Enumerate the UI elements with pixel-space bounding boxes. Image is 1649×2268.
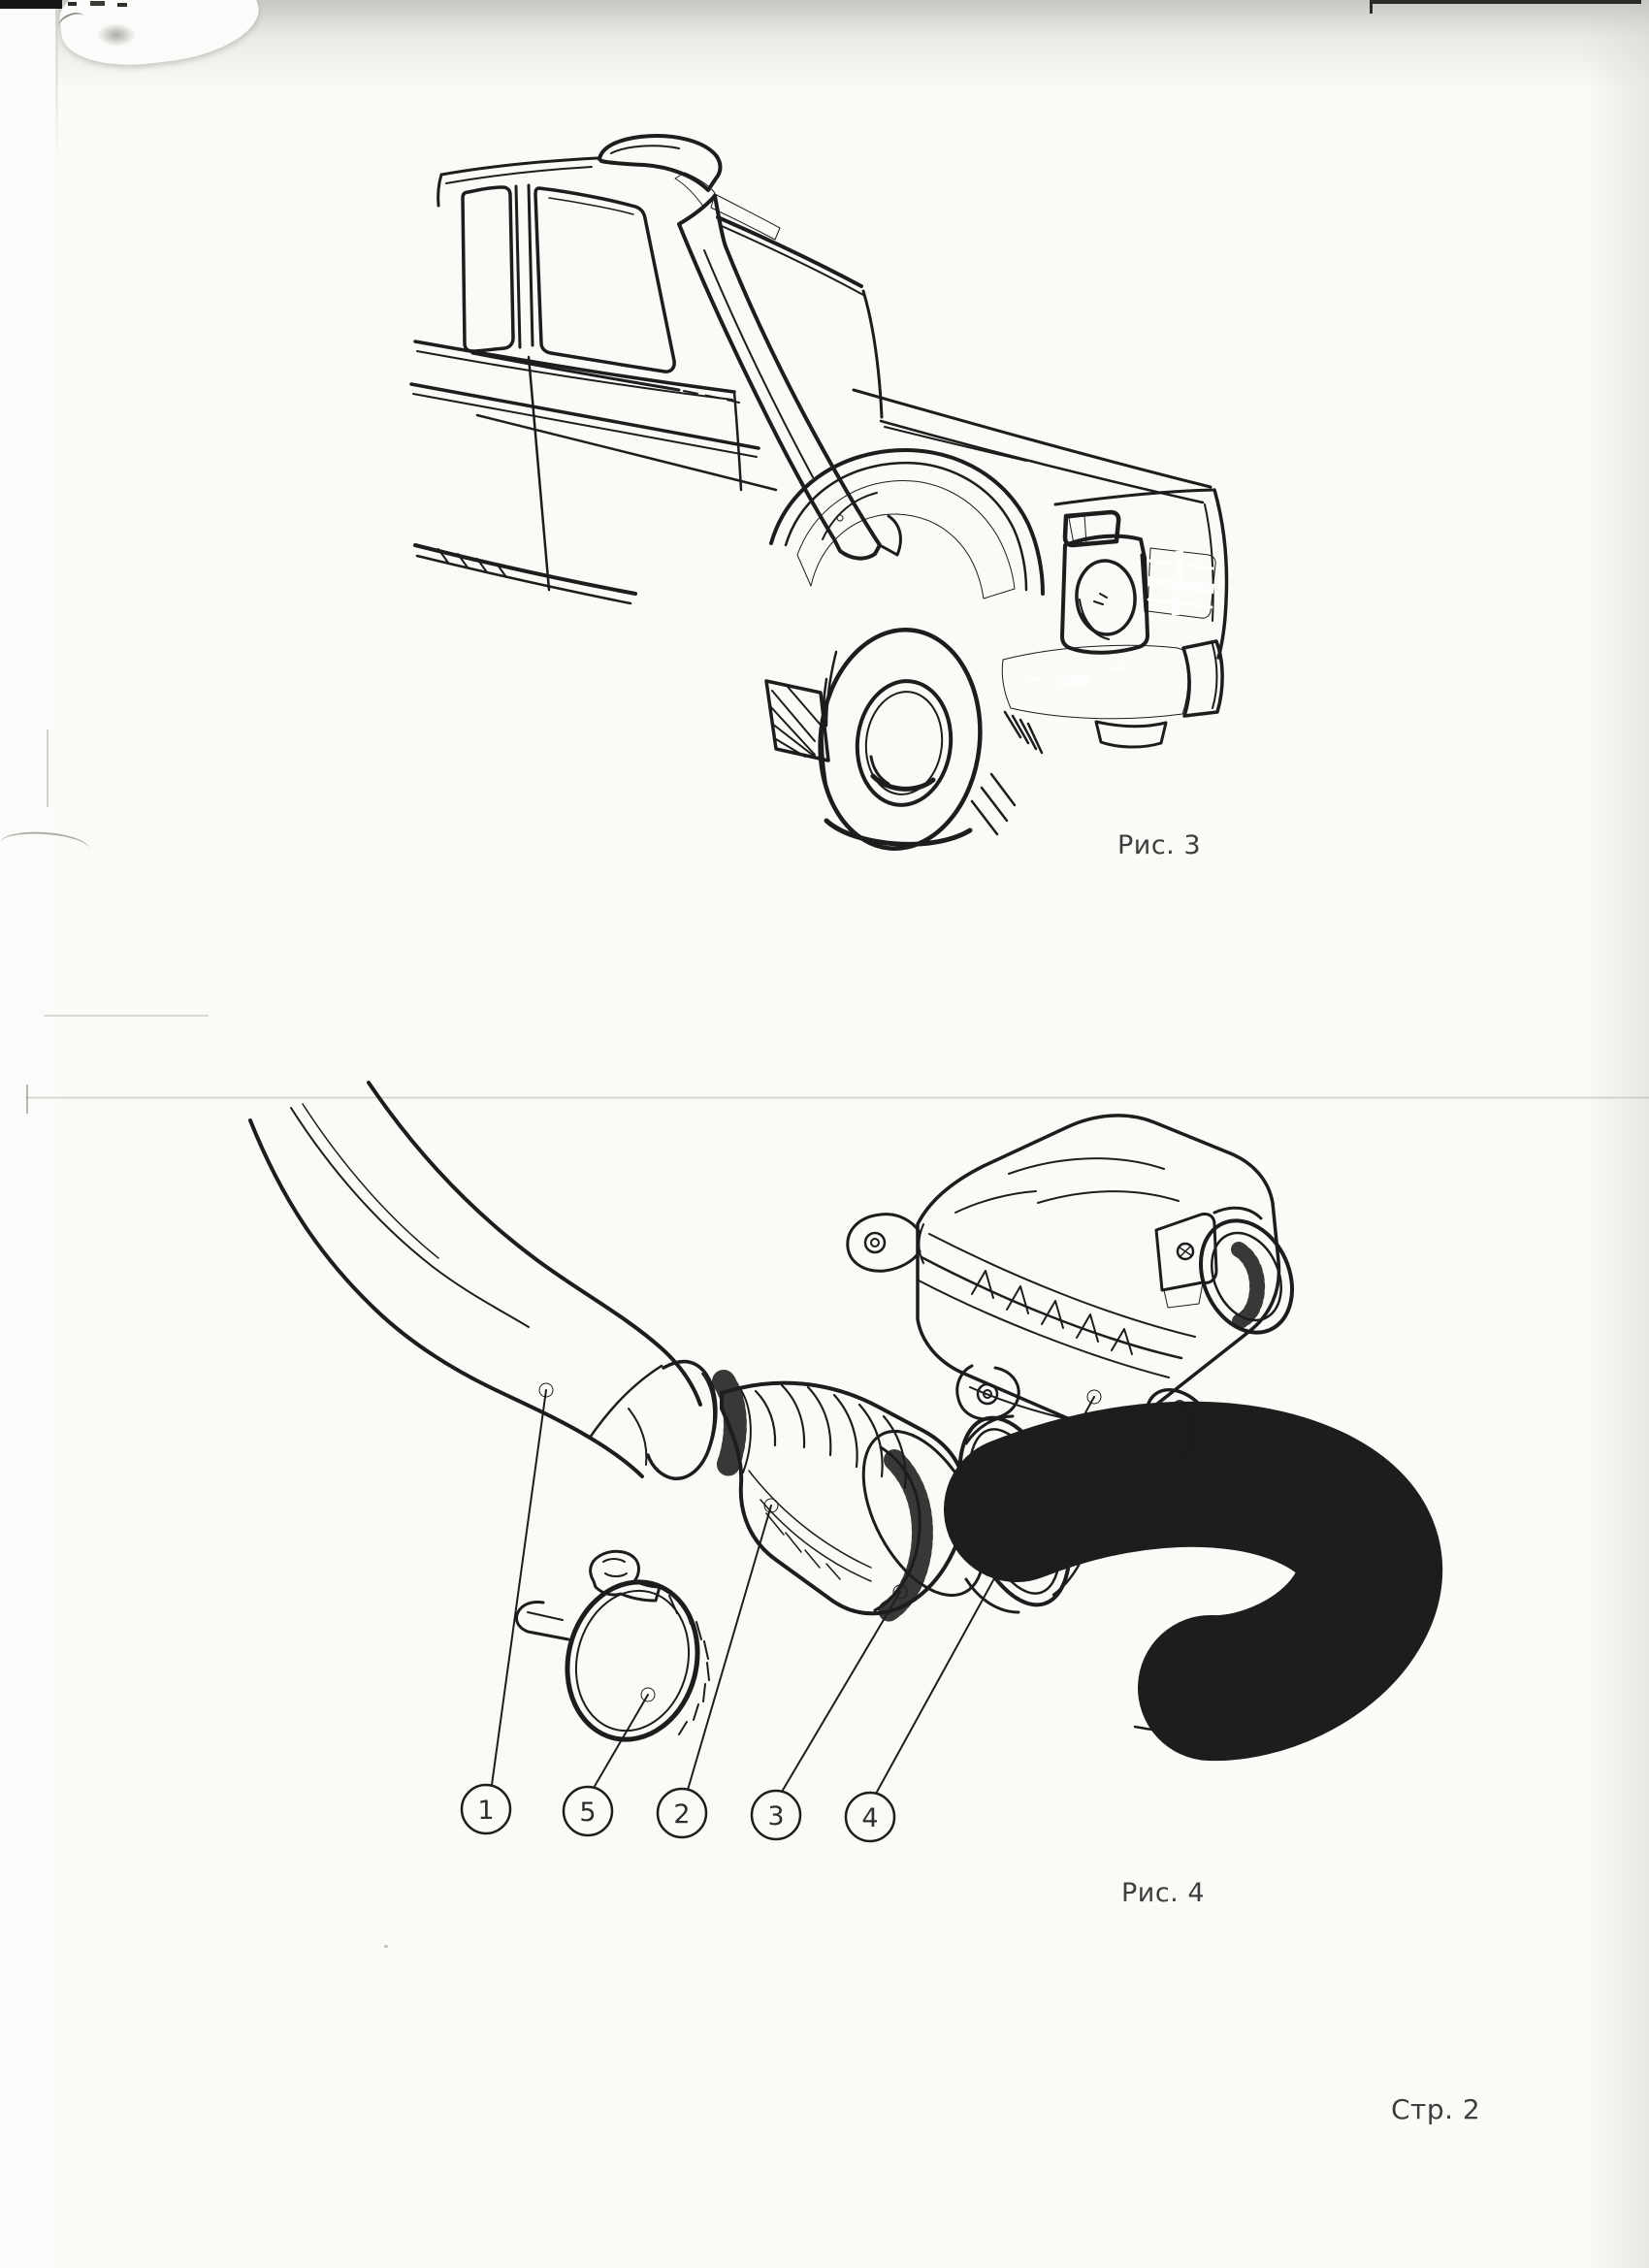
callout-4: 4: [844, 1791, 896, 1843]
callout-5-number: 5: [579, 1798, 596, 1828]
mounting-ear: [955, 1364, 1020, 1421]
callout-2: 2: [656, 1787, 708, 1839]
scan-edge-tick: [1370, 0, 1373, 14]
headlight-bezel: [1060, 534, 1149, 655]
headlight-lens: [1075, 559, 1137, 636]
figure4-caption: Рис. 4: [1121, 1878, 1206, 1908]
page-number: Стр. 2: [1391, 2093, 1481, 2125]
figure3-vehicle-drawing: [409, 134, 1229, 851]
paper-fold-crease: [25, 1096, 1649, 1099]
port-bracket: [1154, 1213, 1218, 1292]
mud-flap: [764, 679, 830, 762]
callout-3: 3: [750, 1789, 802, 1841]
callout-3-number: 3: [767, 1801, 784, 1831]
scan-left-edge: [0, 0, 56, 2268]
scan-left-crease: [55, 0, 58, 165]
front-fascia: [1001, 488, 1229, 755]
mounting-ear: [846, 1213, 922, 1273]
scan-speck: [117, 3, 127, 7]
paper-fold-tick: [26, 1085, 28, 1114]
callout-leaders: [491, 1382, 1102, 1795]
scan-edge-black-bar: [0, 0, 62, 9]
clamp-screw-housing: [589, 1549, 662, 1603]
bumper-end-cap: [1181, 639, 1224, 718]
part4-air-cleaner-box: [846, 1114, 1295, 1490]
snorkel-head: [598, 134, 723, 192]
grille: [1140, 547, 1216, 619]
scan-speck: [90, 1, 105, 6]
callout-1: 1: [460, 1783, 512, 1835]
part5-hose-clamp: [514, 1549, 710, 1742]
torn-paper-shadow: [97, 23, 136, 47]
valance: [1094, 720, 1168, 749]
snorkel-tube: [677, 194, 882, 561]
paper-crease-vertical: [47, 729, 48, 807]
callout-1-number: 1: [477, 1796, 494, 1826]
callout-2-number: 2: [673, 1799, 690, 1830]
paper-speck: [384, 1945, 388, 1948]
scan-speck: [68, 2, 77, 6]
air-box-bottom-port: [1145, 1387, 1218, 1469]
part3-elbow-duct: [944, 1401, 1443, 1762]
figure3-caption: Рис. 3: [1117, 830, 1202, 860]
callout-4-number: 4: [861, 1803, 878, 1833]
front-bumper: [1001, 644, 1189, 720]
front-wheel: [818, 628, 1017, 851]
turn-signal: [1062, 509, 1121, 548]
air-box-outlet-port: [1198, 1218, 1295, 1335]
callout-5: 5: [562, 1785, 614, 1837]
scan-edge-line: [1370, 0, 1641, 4]
part1-intake-duct: [248, 1081, 752, 1480]
paper-crease-short: [44, 1015, 209, 1017]
figure4-intake-assembly-drawing: 1 5 2 3 4: [248, 1081, 1443, 1843]
